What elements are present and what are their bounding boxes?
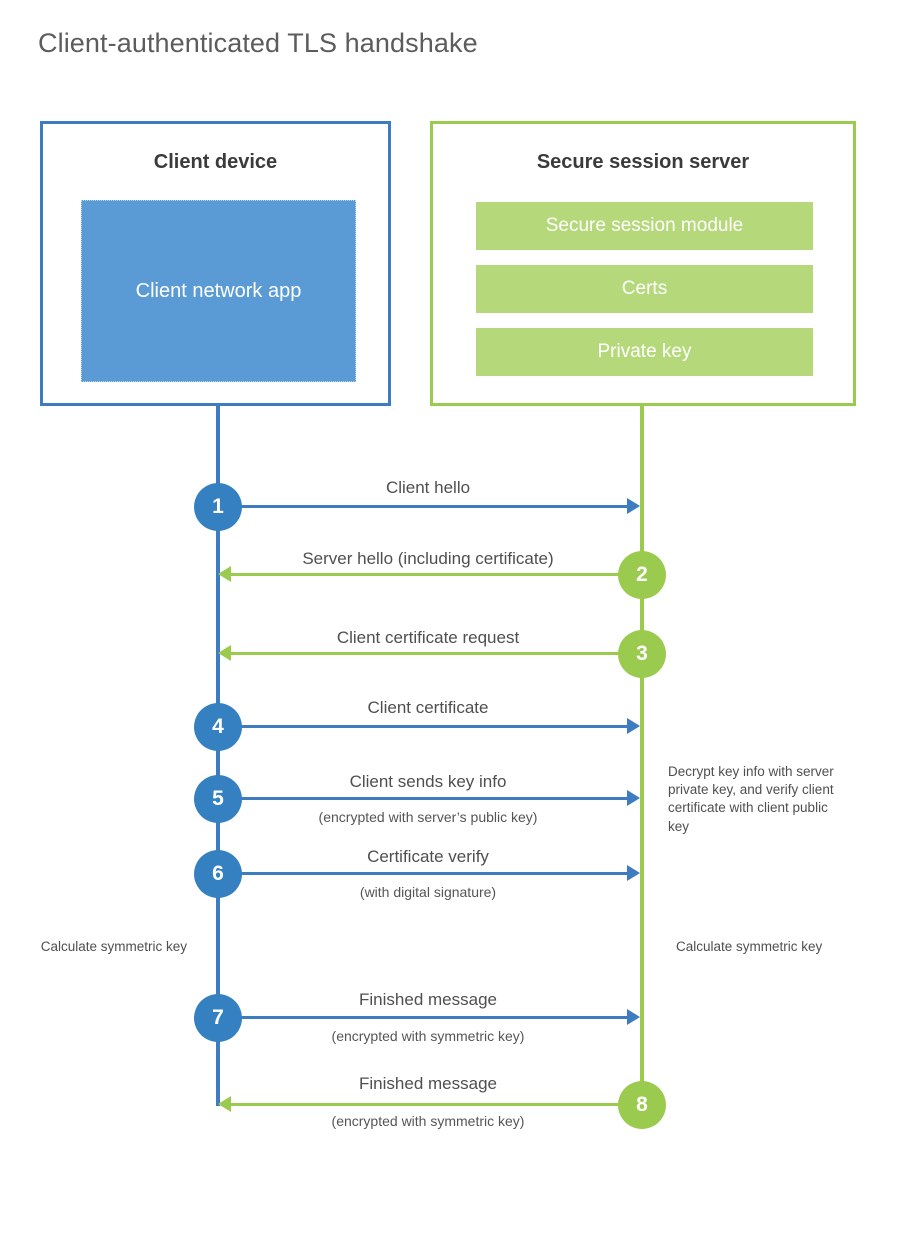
step-1-arrow-head [627, 498, 640, 514]
page-title: Client-authenticated TLS handshake [38, 28, 478, 58]
server-module-private-key: Private key [476, 328, 813, 376]
step-5-sublabel: (encrypted with server’s public key) [318, 809, 538, 825]
step-8-marker[interactable]: 8 [618, 1081, 666, 1129]
client-calculate-symmetric-key-note: Calculate symmetric key [40, 939, 187, 954]
step-3-arrow-line [231, 652, 631, 655]
step-1-marker[interactable]: 1 [194, 483, 242, 531]
step-6-arrow-line [218, 872, 627, 875]
step-4-arrow-head [627, 718, 640, 734]
step-2-arrow-head [218, 566, 231, 582]
client-device-panel: Client device Client network app [40, 121, 391, 406]
step-3-marker[interactable]: 3 [618, 630, 666, 678]
step-7-label: Finished message [359, 990, 497, 1009]
client-lifeline [216, 406, 220, 1106]
server-module-certs: Certs [476, 265, 813, 313]
step-8-arrow-head [218, 1096, 231, 1112]
step-5-label: Client sends key info [349, 772, 507, 791]
step-6-sublabel: (with digital signature) [359, 884, 497, 900]
secure-session-server-panel: Secure session server Secure session mod… [430, 121, 856, 406]
step-4-arrow-line [218, 725, 627, 728]
step-2-label: Server hello (including certificate) [302, 549, 554, 568]
step-5-arrow-line [218, 797, 627, 800]
step-5-marker[interactable]: 5 [194, 775, 242, 823]
step-3-arrow-head [218, 645, 231, 661]
step-7-arrow-head [627, 1009, 640, 1025]
client-device-title: Client device [153, 151, 278, 173]
client-network-app-box: Client network app [81, 200, 356, 382]
step-3-label: Client certificate request [336, 628, 520, 647]
step-4-label: Client certificate [367, 698, 489, 717]
step-8-label: Finished message [359, 1074, 497, 1093]
step-4-marker[interactable]: 4 [194, 703, 242, 751]
secure-session-server-title: Secure session server [536, 151, 750, 173]
step-7-arrow-line [218, 1016, 627, 1019]
server-lifeline [640, 406, 644, 1106]
step-6-label: Certificate verify [367, 847, 489, 866]
step-7-marker[interactable]: 7 [194, 994, 242, 1042]
step-6-arrow-head [627, 865, 640, 881]
step-1-label: Client hello [385, 478, 471, 497]
server-calculate-symmetric-key-note: Calculate symmetric key [676, 939, 823, 954]
step-8-arrow-line [231, 1103, 631, 1106]
step-2-arrow-line [231, 573, 631, 576]
step-5-arrow-head [627, 790, 640, 806]
step-2-marker[interactable]: 2 [618, 551, 666, 599]
server-module-secure-session-module: Secure session module [476, 202, 813, 250]
server-decrypt-note: Decrypt key info with server private key… [668, 764, 834, 834]
step-7-sublabel: (encrypted with symmetric key) [331, 1028, 525, 1044]
step-1-arrow-line [218, 505, 627, 508]
step-8-sublabel: (encrypted with symmetric key) [331, 1113, 525, 1129]
step-6-marker[interactable]: 6 [194, 850, 242, 898]
